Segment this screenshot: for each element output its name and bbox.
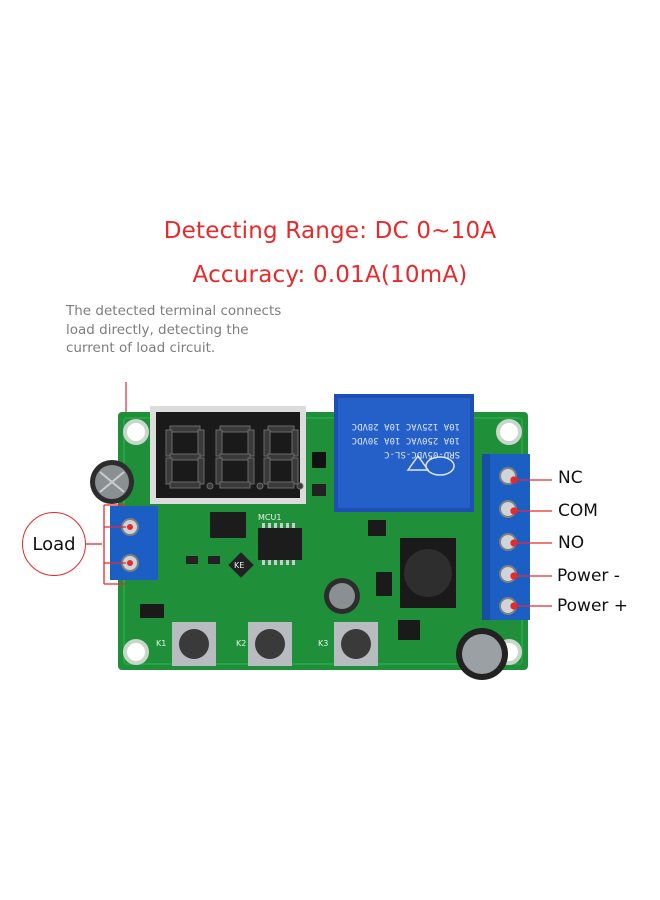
- power-plus-label: Power +: [557, 596, 629, 616]
- no-label: NO: [558, 533, 585, 553]
- load-terminal-block: [110, 506, 158, 580]
- k2-label: K2: [236, 639, 246, 648]
- ke-label: KE: [234, 561, 244, 570]
- relay-rating-text-2: 10A 125VAC 10A 28VDC: [352, 421, 460, 431]
- capacitor-large: [456, 628, 508, 680]
- relay-rating-text-1: 10A 250VAC 10A 30VDC: [352, 435, 460, 445]
- inductor: [400, 538, 456, 608]
- load-bracket: [86, 504, 126, 585]
- detected-terminal-note: The detected terminal connects load dire…: [66, 303, 282, 356]
- capacitor-small: [90, 460, 134, 504]
- power-minus-label: Power -: [557, 566, 620, 586]
- relay-model-text: SRD-05VDC-SL-C: [384, 449, 460, 459]
- small-components: KE: [140, 452, 420, 640]
- load-callout: Load: [22, 512, 86, 576]
- com-label: COM: [558, 501, 598, 521]
- accuracy-text: Accuracy: 0.01A(10mA): [192, 262, 468, 288]
- relay-block: SRD-05VDC-SL-C 10A 250VAC 10A 30VDC 10A …: [334, 394, 474, 512]
- seven-segment-display: [150, 406, 306, 504]
- mcu-chip: MCU1: [258, 513, 302, 565]
- capacitor-medium: [324, 578, 360, 614]
- k1-label: K1: [156, 639, 166, 648]
- push-buttons: K1 K2 K3: [156, 622, 378, 666]
- nc-label: NC: [558, 468, 583, 488]
- k3-label: K3: [318, 639, 328, 648]
- terminal-pointers: [510, 476, 552, 610]
- detecting-range-text: Detecting Range: DC 0~10A: [163, 218, 497, 244]
- right-terminal-block: [482, 454, 530, 620]
- mcu-label: MCU1: [258, 513, 281, 522]
- load-label: Load: [32, 533, 76, 555]
